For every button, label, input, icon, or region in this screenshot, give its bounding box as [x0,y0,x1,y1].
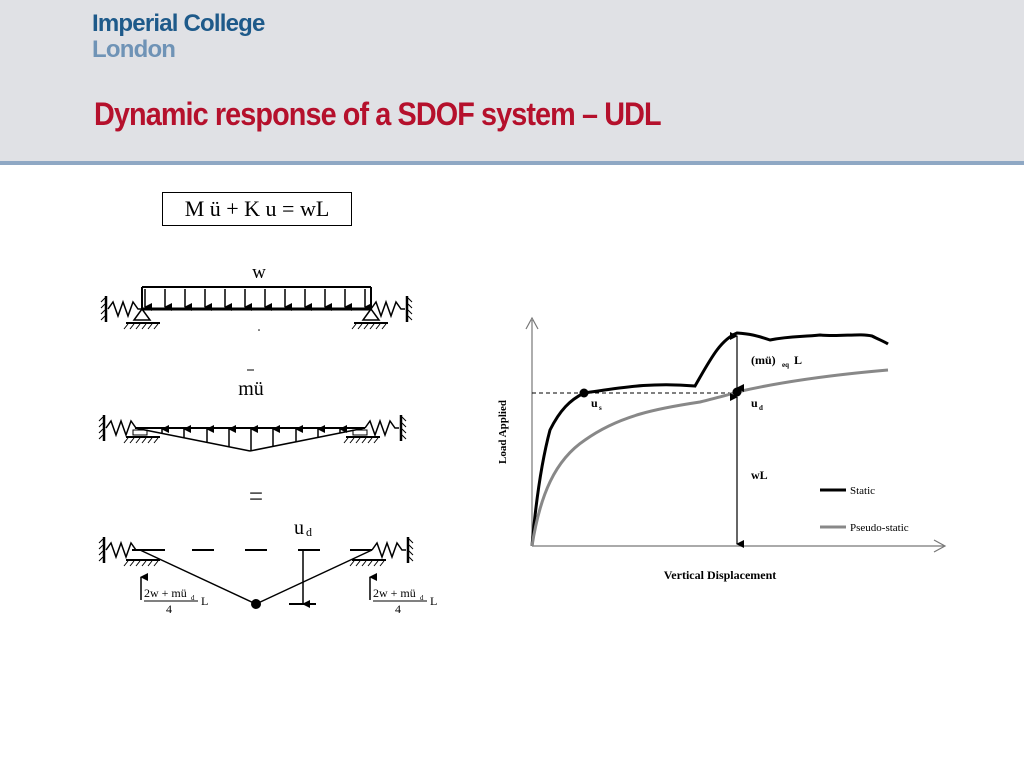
deflection-label: u [294,517,304,539]
meq-label: (mü) [751,353,776,367]
svg-text:L: L [430,594,437,608]
deflected-beam: u d 2w + mü d 4 L 2w + mü d 4 L [98,517,437,616]
header-divider [0,161,1024,165]
us-label: u [591,396,598,410]
college-logo: Imperial College London [92,11,265,63]
svg-text:s: s [599,404,602,412]
reaction-left-den: 4 [166,602,172,616]
reaction-left-num: 2w + mü [144,586,187,600]
logo-line-1: Imperial College [92,10,265,37]
static-curve [530,331,889,547]
svg-text:eq: eq [782,361,789,369]
svg-text:L: L [201,594,208,608]
udl-arrows [144,289,372,311]
header-band [0,0,1024,161]
inertia-arrows [161,425,347,451]
svg-text:d: d [191,594,195,602]
svg-text:d: d [759,404,763,412]
slide-title: Dynamic response of a SDOF system – UDL [94,96,662,132]
load-label: w [252,262,266,283]
y-axis-label: Load Applied [497,400,509,464]
x-axis-label: Vertical Displacement [664,568,777,582]
equals-sign: = [249,483,263,510]
reaction-right-den: 4 [395,602,401,616]
us-point [579,388,589,398]
load-displacement-chart: Load Applied Vertical Displacement u s u… [497,316,947,582]
equation-box: M ü + K u = wL [162,192,352,226]
inertia-diagram: mü [98,369,407,452]
inertia-label: mü [238,378,264,400]
loaded-beam: w [100,262,413,331]
svg-text:d: d [420,594,424,602]
logo-line-2: London [92,36,176,63]
pseudo-static-curve [530,368,889,547]
wl-label: wL [751,468,768,482]
legend-pseudo-label: Pseudo-static [850,522,909,534]
reaction-right-num: 2w + mü [373,586,416,600]
ud-label: u [751,396,758,410]
svg-text:L: L [794,353,802,367]
deflection-sub: d [306,525,312,539]
chart-legend: Static Pseudo-static [820,485,909,534]
ud-point [732,387,742,397]
legend-static-label: Static [850,485,875,497]
